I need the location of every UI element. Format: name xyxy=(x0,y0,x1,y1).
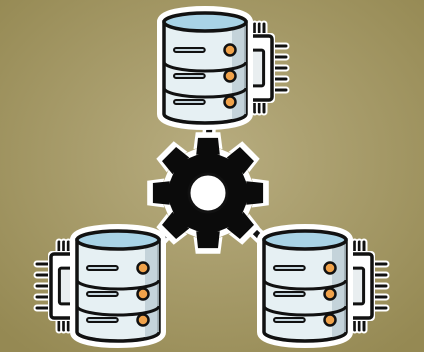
gear-hole xyxy=(187,172,229,214)
led-indicator xyxy=(223,95,237,109)
led-indicator xyxy=(136,287,150,301)
cylinder-top xyxy=(262,229,348,251)
drive-slot xyxy=(262,287,348,317)
drive-slot xyxy=(162,43,248,73)
database-node-bottom-left xyxy=(33,224,166,348)
database-server-icon xyxy=(257,224,353,348)
led-indicator xyxy=(323,261,337,275)
led-indicator xyxy=(323,313,337,327)
database-node-top xyxy=(157,6,290,130)
drive-slot xyxy=(75,287,161,317)
database-server-icon xyxy=(157,6,253,130)
gear-icon xyxy=(147,132,269,254)
led-indicator xyxy=(323,287,337,301)
drive-slot xyxy=(75,313,161,343)
cylinder-top xyxy=(162,11,248,33)
drive-slot xyxy=(162,95,248,125)
database-node-bottom-right xyxy=(257,224,390,348)
drive-slot xyxy=(262,261,348,291)
led-indicator xyxy=(223,43,237,57)
led-indicator xyxy=(136,261,150,275)
drive-slot xyxy=(262,313,348,343)
led-indicator xyxy=(223,69,237,83)
cylinder-top xyxy=(75,229,161,251)
database-server-icon xyxy=(70,224,166,348)
drive-slot xyxy=(75,261,161,291)
drive-slot xyxy=(162,69,248,99)
led-indicator xyxy=(136,313,150,327)
